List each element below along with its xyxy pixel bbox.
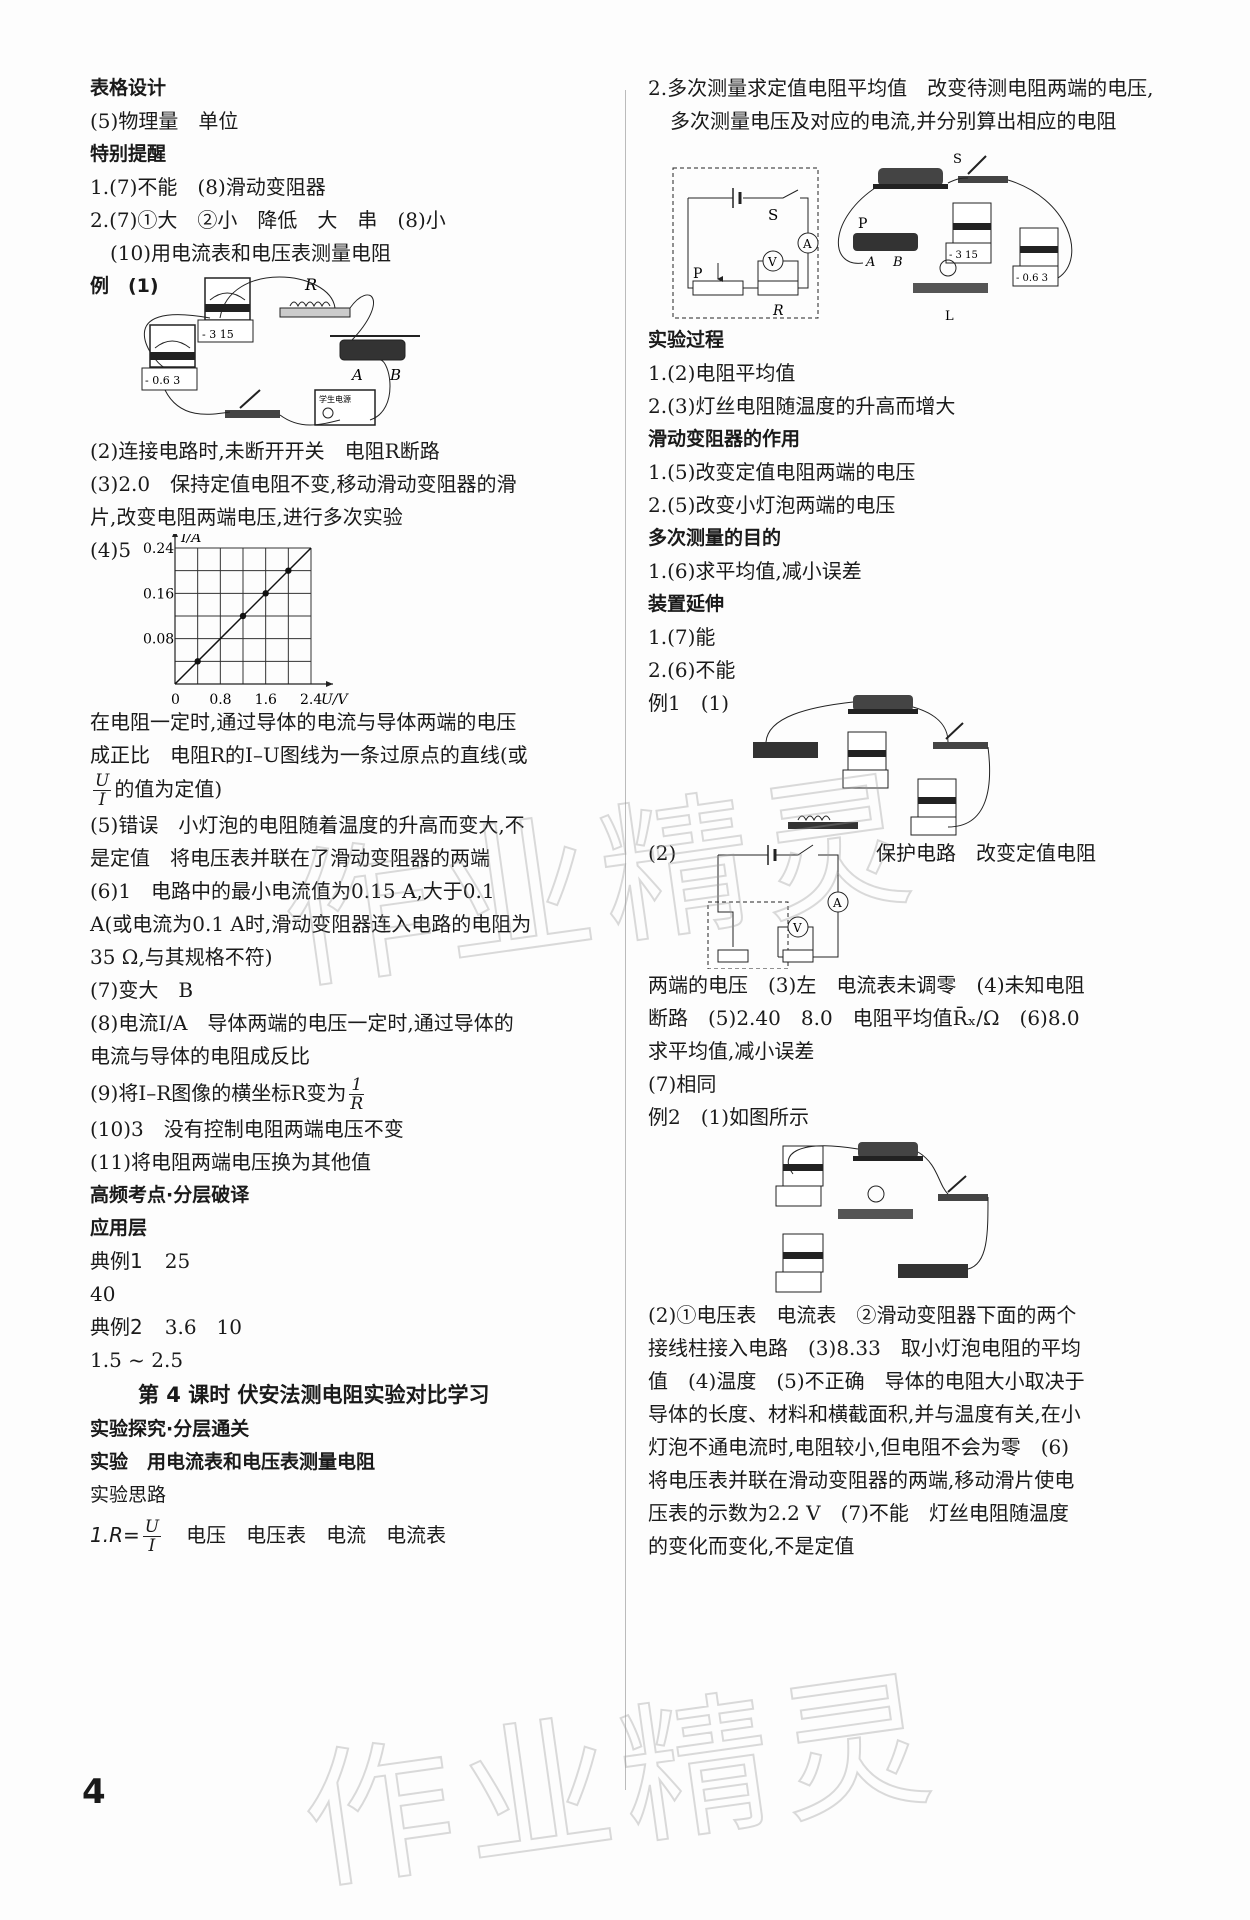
svg-text:1.6: 1.6 [255, 692, 277, 706]
special-note-heading: 特别提醒 [90, 143, 167, 165]
svg-text:V: V [792, 921, 802, 935]
lesson-title: 第 4 课时 伏安法测电阻实验对比学习 [138, 1383, 490, 1407]
special-note-2: 2.(7)①大 ②小 降低 大 串 (8)小 [90, 208, 446, 232]
svg-text:0.08: 0.08 [143, 632, 174, 648]
svg-text:- 3 15: - 3 15 [949, 250, 978, 261]
purpose-heading: 多次测量的目的 [648, 527, 782, 549]
answer-3: (3)2.0 保持定值电阻不变,移动滑动变阻器的滑片,改变电阻两端电压,进行多次… [90, 472, 517, 529]
example-2-answers: (2)①电压表 电流表 ②滑动变阻器下面的两个接线柱接入电路 (3)8.33 取… [648, 1303, 1085, 1558]
circuit-schematic-and-drawing: S A P V R S P A B - 3 15 [672, 152, 1073, 324]
special-note-3: (10)用电流表和电压表测量电阻 [110, 241, 392, 265]
svg-text:0: 0 [171, 692, 180, 706]
svg-text:0.8: 0.8 [209, 692, 231, 706]
schematic-and-physical-figure: S A P V R S P A B - 3 15 [648, 138, 1158, 324]
iu-graph: 0 0.8 1.6 2.4 0.08 0.16 0.24U/V I/A [143, 534, 350, 706]
svg-text:A: A [865, 255, 875, 270]
example-2-circuit-drawing [775, 1142, 989, 1293]
example-circuit-figure: 例 (1) - 3 15 - 0.6 3 R A B [90, 270, 600, 435]
table-design-line: (5)物理量 单位 [90, 109, 239, 133]
svg-text:A: A [802, 237, 812, 251]
answer-7: (7)变大 B [90, 978, 194, 1002]
example-1-figure: 例1 (1) [648, 687, 1158, 837]
svg-text:B: B [389, 366, 401, 384]
svg-text:I/A: I/A [180, 534, 201, 546]
process-heading: 实验过程 [648, 329, 725, 351]
svg-text:A: A [832, 896, 842, 910]
idea-2: 2.多次测量求定值电阻平均值 改变待测电阻两端的电压,多次测量电压及对应的电流,… [648, 76, 1154, 133]
answer-5: (5)错误 小灯泡的电阻随着温度的升高而变大,不是定值 将电压表并联在了滑动变阻… [90, 813, 525, 870]
svg-text:R: R [304, 275, 317, 294]
typical-example-1-value2: 40 [90, 1282, 116, 1306]
rheostat-1: 1.(5)改变定值电阻两端的电压 [648, 460, 916, 484]
high-freq-heading: 高频考点·分层破译 [90, 1184, 250, 1206]
answer-2: (2)连接电路时,未断开开关 电阻R断路 [90, 439, 440, 463]
answer-10: (10)3 没有控制电阻两端电压不变 [90, 1117, 404, 1141]
process-1: 1.(2)电阻平均值 [648, 361, 796, 385]
example-label: 例 (1) [90, 275, 159, 297]
explore-heading: 实验探究·分层通关 [90, 1418, 250, 1440]
svg-text:S: S [768, 206, 778, 224]
example-1-part7: (7)相同 [648, 1072, 717, 1096]
purpose-1: 1.(6)求平均值,减小误差 [648, 559, 862, 583]
svg-text:0.24: 0.24 [143, 541, 174, 557]
extend-2: 2.(6)不能 [648, 658, 736, 682]
svg-text:S: S [953, 152, 962, 167]
example-1-part2-label: (2) [648, 841, 677, 865]
example-1-part2: (2) 保护电路 改变定值电阻 A V [648, 837, 1158, 969]
svg-text:A: A [350, 366, 363, 384]
experiment-heading: 实验 用电流表和电压表测量电阻 [90, 1451, 376, 1473]
answer-8: (8)电流I/A 导体两端的电压一定时,通过导体的电流与导体的电阻成反比 [90, 1011, 514, 1068]
extend-heading: 装置延伸 [648, 593, 725, 615]
table-design-heading: 表格设计 [90, 77, 167, 99]
physical-circuit-drawing: - 3 15 - 0.6 3 R A B 学生电源 [141, 275, 420, 426]
rheostat-2: 2.(5)改变小灯泡两端的电压 [648, 493, 896, 517]
extend-1: 1.(7)能 [648, 625, 716, 649]
example-1-schematic: A V [707, 844, 849, 969]
svg-text:R: R [772, 303, 784, 319]
typical-example-2-value2: 1.5 ~ 2.5 [90, 1348, 184, 1372]
rheostat-heading: 滑动变阻器的作用 [648, 428, 801, 450]
svg-text:0.16: 0.16 [143, 586, 174, 602]
right-column: 2.多次测量求定值电阻平均值 改变待测电阻两端的电压,多次测量电压及对应的电流,… [648, 72, 1158, 1563]
svg-text:学生电源: 学生电源 [319, 394, 351, 404]
page-number: 4 [82, 1772, 106, 1812]
svg-text:- 0.6 3: - 0.6 3 [1016, 273, 1048, 284]
svg-text:P: P [693, 266, 702, 282]
idea-heading: 实验思路 [90, 1484, 167, 1506]
answer-4-label: (4)5 [90, 538, 132, 562]
svg-text:P: P [858, 216, 867, 232]
svg-text:L: L [945, 309, 954, 324]
process-2: 2.(3)灯丝电阻随温度的升高而增大 [648, 394, 956, 418]
answer-6: (6)1 电路中的最小电流值为0.15 A,大于0.1 A(或电流为0.1 A时… [90, 879, 532, 969]
special-note-1: 1.(7)不能 (8)滑动变阻器 [90, 175, 326, 199]
svg-text:U/V: U/V [321, 692, 350, 706]
svg-text:2.4: 2.4 [300, 692, 322, 706]
left-column: 表格设计 (5)物理量 单位 特别提醒 1.(7)不能 (8)滑动变阻器 2.(… [90, 72, 600, 1558]
example-1-part2-text: 保护电路 改变定值电阻 [876, 841, 1096, 865]
svg-text:V: V [767, 255, 777, 269]
example-1-label: 例1 (1) [648, 691, 730, 715]
example-1-continued: 两端的电压 (3)左 电流表未调零 (4)未知电阻断路 (5)2.40 8.0 … [648, 973, 1100, 1063]
watermark-bottom: 作业精灵 [292, 1650, 952, 1913]
answer-11: (11)将电阻两端电压换为其他值 [90, 1150, 372, 1174]
svg-text:B: B [892, 255, 903, 270]
example-2-label: 例2 (1)如图所示 [648, 1105, 810, 1129]
svg-text:- 0.6 3: - 0.6 3 [145, 374, 180, 387]
example-1-circuit-drawing [753, 695, 991, 836]
example-2-figure [648, 1134, 1158, 1299]
apply-level-heading: 应用层 [90, 1217, 148, 1239]
column-divider [625, 90, 626, 1790]
svg-text:- 3 15: - 3 15 [202, 328, 234, 341]
answer-4-text: 在电阻一定时,通过导体的电流与导体两端的电压成正比 电阻R的I–U图线为一条过原… [90, 710, 528, 810]
